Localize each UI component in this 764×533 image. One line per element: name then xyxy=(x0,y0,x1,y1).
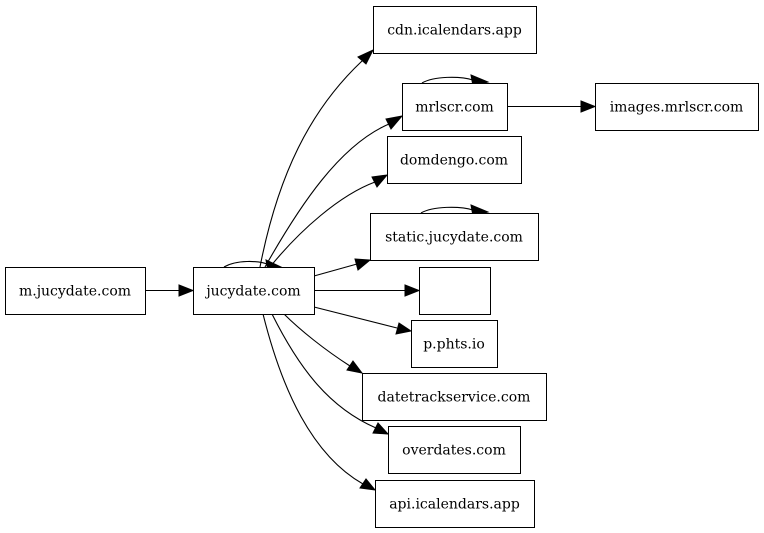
arrowhead-icon xyxy=(404,284,421,297)
edge-jucydate-to-cdn_icalendars xyxy=(259,48,375,268)
node-box xyxy=(388,426,521,474)
edge-jucydate-to-api_icalendars xyxy=(262,313,377,491)
node-datetrackservice: datetrackservice.com xyxy=(362,373,547,421)
node-mrlscr: mrlscr.com xyxy=(402,83,508,131)
node-jucydate: jucydate.com xyxy=(193,267,315,315)
node-box xyxy=(362,373,547,421)
node-p_phts: p.phts.io xyxy=(411,320,498,368)
node-overdates: overdates.com xyxy=(388,426,521,474)
edge-line xyxy=(313,306,398,329)
node-domdengo: domdengo.com xyxy=(387,136,522,184)
graph-edges xyxy=(146,48,597,491)
node-box xyxy=(419,267,491,315)
edge-line xyxy=(421,76,474,84)
arrowhead-icon xyxy=(372,422,390,435)
node-label: overdates.com xyxy=(402,443,506,459)
node-label: images.mrlscr.com xyxy=(610,100,744,116)
node-label: api.icalendars.app xyxy=(389,497,520,513)
node-label: p.phts.io xyxy=(423,337,485,353)
edge-line xyxy=(313,263,358,277)
node-box xyxy=(370,213,539,261)
graph-nodes: m.jucydate.com jucydate.com cdn.icalendars… xyxy=(5,6,759,528)
edge-jucydate-to-mrlscr xyxy=(264,115,404,268)
edge-line xyxy=(262,313,364,485)
edge-jucydate-to-domdengo xyxy=(269,174,389,268)
arrowhead-icon xyxy=(371,174,389,188)
arrowhead-icon xyxy=(385,115,404,130)
edge-jucydate-to-static_jucydate xyxy=(313,258,372,277)
node-box xyxy=(375,480,535,528)
arrowhead-icon xyxy=(354,258,372,271)
node-box xyxy=(387,136,522,184)
node-api_icalendars: api.icalendars.app xyxy=(375,480,535,528)
node-box xyxy=(411,320,498,368)
arrowhead-icon xyxy=(346,360,364,374)
edge-line xyxy=(264,123,390,268)
arrowhead-icon xyxy=(357,48,375,65)
arrowhead-icon xyxy=(395,322,413,335)
edge-line xyxy=(283,313,351,367)
edge-jucydate-to-datetrackservice xyxy=(283,313,364,374)
node-box xyxy=(595,83,759,131)
edge-jucydate-to-p_phts xyxy=(313,306,413,335)
arrowhead-icon xyxy=(178,284,195,297)
node-box xyxy=(373,6,537,54)
edge-line xyxy=(259,60,363,268)
node-box xyxy=(193,267,315,315)
node-label: mrlscr.com xyxy=(415,100,494,116)
edge-line xyxy=(420,206,474,214)
node-images_mrlscr: images.mrlscr.com xyxy=(595,83,759,131)
node-label: cdn.icalendars.app xyxy=(387,23,522,39)
node-box xyxy=(5,267,146,315)
edge-line xyxy=(223,260,271,268)
edge-jucydate-to-blank xyxy=(314,284,421,297)
node-label: jucydate.com xyxy=(204,284,300,300)
arrowhead-icon xyxy=(580,100,597,113)
node-label: static.jucydate.com xyxy=(385,230,523,246)
edge-m_jucydate-to-jucydate xyxy=(146,284,195,297)
edge-mrlscr-to-images_mrlscr xyxy=(507,100,597,113)
arrowhead-icon xyxy=(359,478,377,491)
node-label: datetrackservice.com xyxy=(378,390,531,406)
node-static_jucydate: static.jucydate.com xyxy=(370,213,539,261)
edge-line xyxy=(269,181,376,268)
node-m_jucydate: m.jucydate.com xyxy=(5,267,146,315)
edge-line xyxy=(271,313,377,429)
node-label: m.jucydate.com xyxy=(19,284,131,300)
node-label: domdengo.com xyxy=(400,153,508,169)
node-cdn_icalendars: cdn.icalendars.app xyxy=(373,6,537,54)
node-box xyxy=(402,83,508,131)
node-blank xyxy=(419,267,491,315)
edge-jucydate-to-overdates xyxy=(271,313,390,435)
